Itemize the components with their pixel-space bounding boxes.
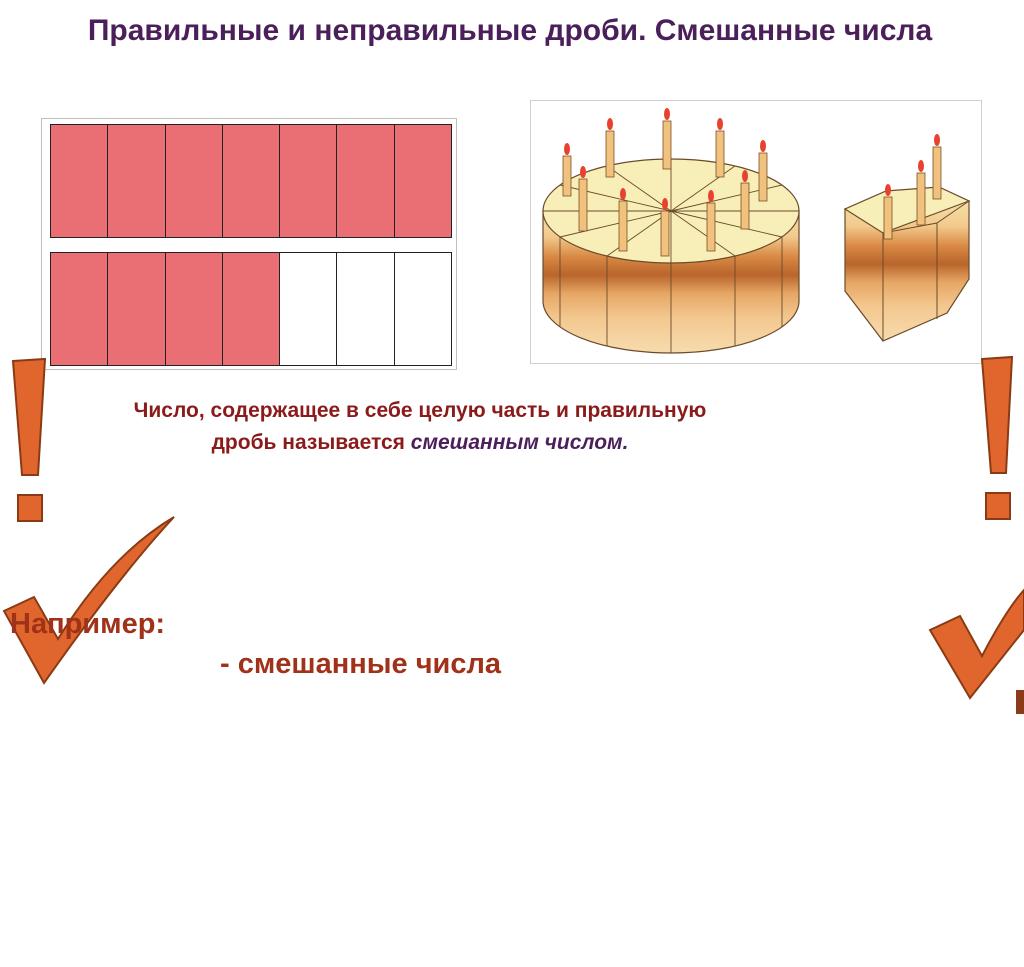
checkmark-icon	[2, 516, 175, 685]
bar-cell	[337, 253, 395, 365]
example-text: - смешанные числа	[220, 648, 502, 680]
bar-cell	[165, 125, 223, 237]
bar-row-part	[50, 252, 452, 366]
definition-term: смешанным числом.	[410, 431, 629, 454]
bar-cell	[165, 253, 223, 365]
example-label: Например:	[10, 608, 166, 640]
definition-text: Число, содержащее в себе целую часть и п…	[40, 395, 800, 459]
bar-cell	[280, 253, 338, 365]
bar-cell	[280, 125, 338, 237]
cake-slice-illustration	[843, 134, 971, 342]
edge-fragment	[1016, 690, 1024, 714]
fraction-bars-figure	[41, 118, 457, 370]
bar-cell	[108, 125, 166, 237]
bar-cell	[395, 253, 451, 365]
definition-line2: дробь называется	[211, 431, 411, 454]
bar-cell	[108, 253, 166, 365]
checkmark-icon	[928, 588, 1024, 700]
bar-cell	[51, 125, 109, 237]
bar-row-whole	[50, 124, 452, 238]
exclamation-icon	[980, 355, 1014, 520]
bar-cell	[394, 125, 451, 237]
bar-cell	[222, 253, 281, 365]
exclamation-icon	[11, 357, 47, 522]
cake-figure	[530, 100, 982, 364]
bar-cell	[337, 125, 395, 237]
definition-line1: Число, содержащее в себе целую часть и п…	[133, 399, 707, 422]
cake-with-candles-illustration	[542, 108, 971, 354]
slide-title: Правильные и неправильные дроби. Смешанн…	[87, 14, 933, 47]
bar-cell	[222, 125, 281, 237]
bar-cell	[51, 253, 109, 365]
